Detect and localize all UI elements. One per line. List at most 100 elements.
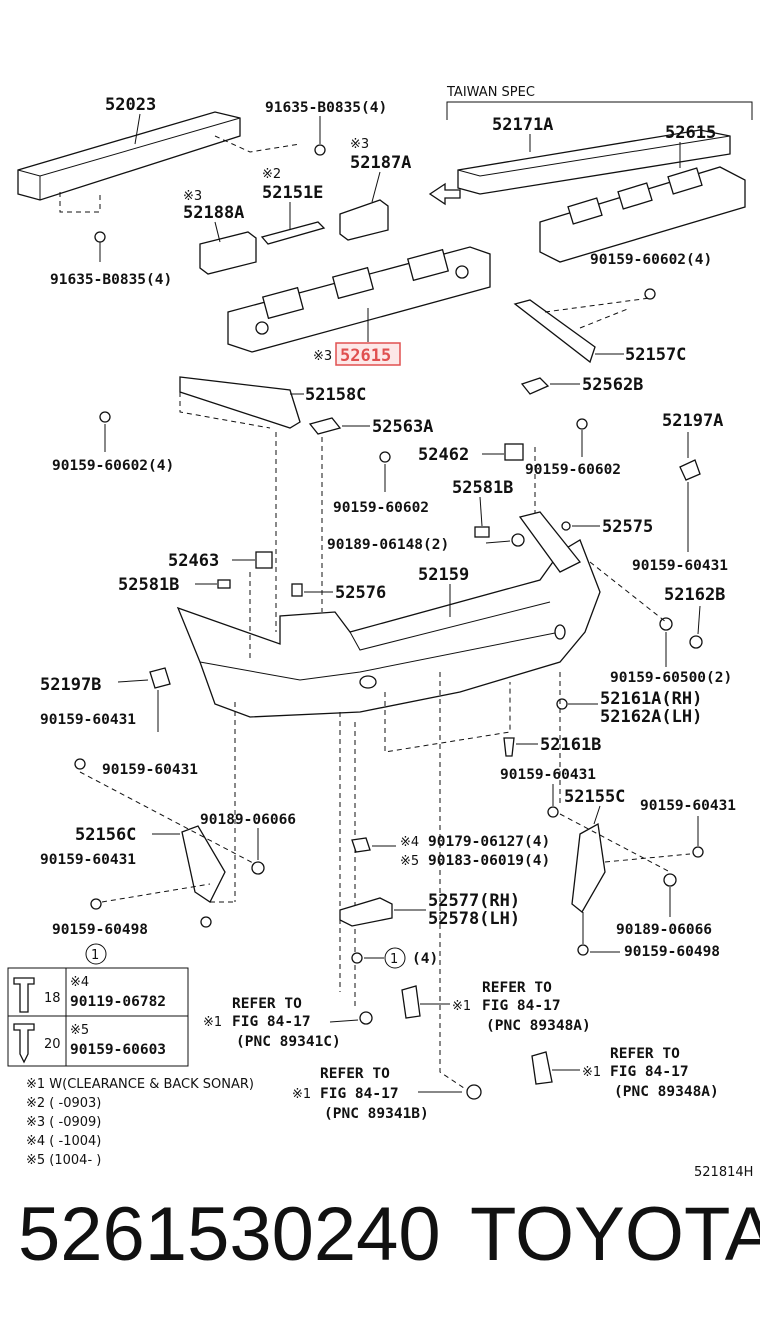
legend-pn-2: 90159-60603: [70, 1042, 166, 1058]
part-number: 5261530240: [18, 1192, 441, 1277]
arrow-left-icon: [428, 182, 461, 206]
label-52159: 52159: [418, 565, 469, 585]
legend-table: [7, 967, 189, 1067]
footnote-5: ※5 (1004- ): [26, 1153, 101, 1168]
sensor-bracket-icon: [531, 1051, 553, 1085]
label-clip-60431-l3: 90159-60431: [40, 852, 136, 868]
brand-name: TOYOTA: [470, 1192, 760, 1277]
label-52578: 52578(LH): [428, 909, 520, 929]
retainer-52197A: [679, 459, 701, 481]
clip-icon: [90, 898, 102, 910]
bracket-52187A: [339, 199, 389, 241]
highlight-box: [335, 342, 401, 366]
clip-icon: [663, 873, 677, 887]
label-clip-60602-4-right: 90159-60602(4): [590, 252, 712, 268]
sensor-icon: [466, 1084, 482, 1100]
label-52187A: 52187A: [350, 153, 411, 173]
sensor-icon: [359, 1011, 373, 1025]
absorber-52615-main: [227, 246, 491, 353]
legend-pn-1: 90119-06782: [70, 994, 166, 1010]
clip-icon: [99, 411, 111, 423]
ref4-line3: (PNC 89341B): [324, 1106, 429, 1122]
clip-icon: [576, 418, 588, 430]
pad-52462: [504, 443, 524, 461]
retainer-52158C: [179, 376, 301, 429]
label-clip-60431-r1: 90159-60431: [632, 558, 728, 574]
label-52171A: 52171A: [492, 115, 553, 135]
circle-1-legend-icon: [85, 943, 107, 965]
label-clip-60498-l: 90159-60498: [52, 922, 148, 938]
legend-mark-1: ※4: [70, 975, 89, 990]
clip-icon: [351, 952, 363, 964]
ref4-line2: FIG 84-17: [320, 1086, 399, 1102]
label-bolt-left: 91635-B0835(4): [50, 272, 172, 288]
label-clip-60431-l2: 90159-60431: [102, 762, 198, 778]
bolt-icon: [94, 231, 106, 243]
legend-size-1: 18: [44, 991, 61, 1006]
clip-icon: [547, 806, 559, 818]
clip-icon: [200, 916, 212, 928]
clip-52161B: [503, 737, 515, 757]
clip-icon: [511, 533, 525, 547]
label-bolt-top: 91635-B0835(4): [265, 100, 387, 116]
label-52581B-left: 52581B: [118, 575, 179, 595]
label-52156C: 52156C: [75, 825, 136, 845]
clip-icon: [74, 758, 86, 770]
bracket-52563A: [308, 417, 342, 435]
label-clip-06019: 90183-06019(4): [428, 853, 550, 869]
footnote-2: ※2 ( -0903): [26, 1096, 101, 1111]
absorber-52615-taiwan: [539, 166, 746, 263]
label-52162B: 52162B: [664, 585, 725, 605]
pad-52463: [255, 551, 273, 569]
mark-2: ※2: [262, 167, 281, 182]
label-52188A: 52188A: [183, 203, 244, 223]
retainer-52197B: [149, 667, 171, 689]
label-clip-60431-r3: 90159-60431: [640, 798, 736, 814]
circle-1-icon: [384, 947, 406, 969]
label-clip-06066-r: 90189-06066: [616, 922, 712, 938]
grommet-icon: [689, 635, 703, 649]
ref1-mark: ※1: [203, 1015, 222, 1030]
label-52615-main: 52615: [340, 346, 391, 366]
reinforcement-52023: [17, 111, 301, 213]
label-clip-60602-mid: 90159-60602: [333, 500, 429, 516]
label-circle-qty: (4): [412, 951, 438, 967]
label-52562B: 52562B: [582, 375, 643, 395]
legend-size-2: 20: [44, 1037, 61, 1052]
bumper-cover-52159: [176, 511, 601, 718]
footnote-3: ※3 ( -0909): [26, 1115, 101, 1130]
footnote-1: ※1 W(CLEARANCE & BACK SONAR): [26, 1077, 254, 1092]
footnote-4: ※4 ( -1004): [26, 1134, 101, 1149]
label-52161B: 52161B: [540, 735, 601, 755]
clip-icon: [251, 861, 265, 875]
label-52162A: 52162A(LH): [600, 707, 702, 727]
clip-icon: [379, 451, 391, 463]
label-52575: 52575: [602, 517, 653, 537]
pad-52581B: [474, 526, 490, 538]
clip-icon: [659, 617, 673, 631]
bracket-52188A: [199, 231, 257, 275]
bracket-52156C: [181, 825, 226, 903]
label-52197A: 52197A: [662, 411, 723, 431]
ref2-mark: ※1: [452, 999, 471, 1014]
retainer-52157C: [513, 299, 596, 364]
bracket-52155C: [571, 822, 606, 913]
clip-icon: [644, 288, 656, 300]
label-52161A: 52161A(RH): [600, 689, 702, 709]
footer: 5261530240 TOYOTA: [0, 1190, 760, 1280]
mark-3c: ※3: [313, 349, 332, 364]
ref1-line3: (PNC 89341C): [236, 1034, 341, 1050]
label-52151E: 52151E: [262, 183, 323, 203]
ref3-line3: (PNC 89348A): [614, 1084, 719, 1100]
label-clip-60602-4-left: 90159-60602(4): [52, 458, 174, 474]
clip-icon: [692, 846, 704, 858]
clip-52576: [291, 583, 303, 597]
label-52581B-top: 52581B: [452, 478, 513, 498]
bracket-52577: [339, 897, 393, 927]
label-clip-60498-r: 90159-60498: [624, 944, 720, 960]
pad-52581B-left: [217, 579, 231, 589]
label-clip-60500: 90159-60500(2): [610, 670, 732, 686]
spacer-52151E: [260, 221, 326, 245]
label-clip-60431-r2: 90159-60431: [500, 767, 596, 783]
